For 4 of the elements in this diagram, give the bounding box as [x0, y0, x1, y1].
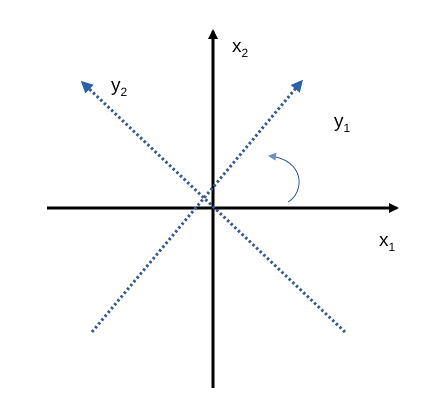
axis-label: y$_{1}$ [334, 112, 350, 134]
axis-label: x$_{1}$ [379, 231, 396, 253]
axis-label: y$_{2}$ [111, 76, 128, 98]
axis-label: x$_{2}$ [232, 37, 248, 59]
